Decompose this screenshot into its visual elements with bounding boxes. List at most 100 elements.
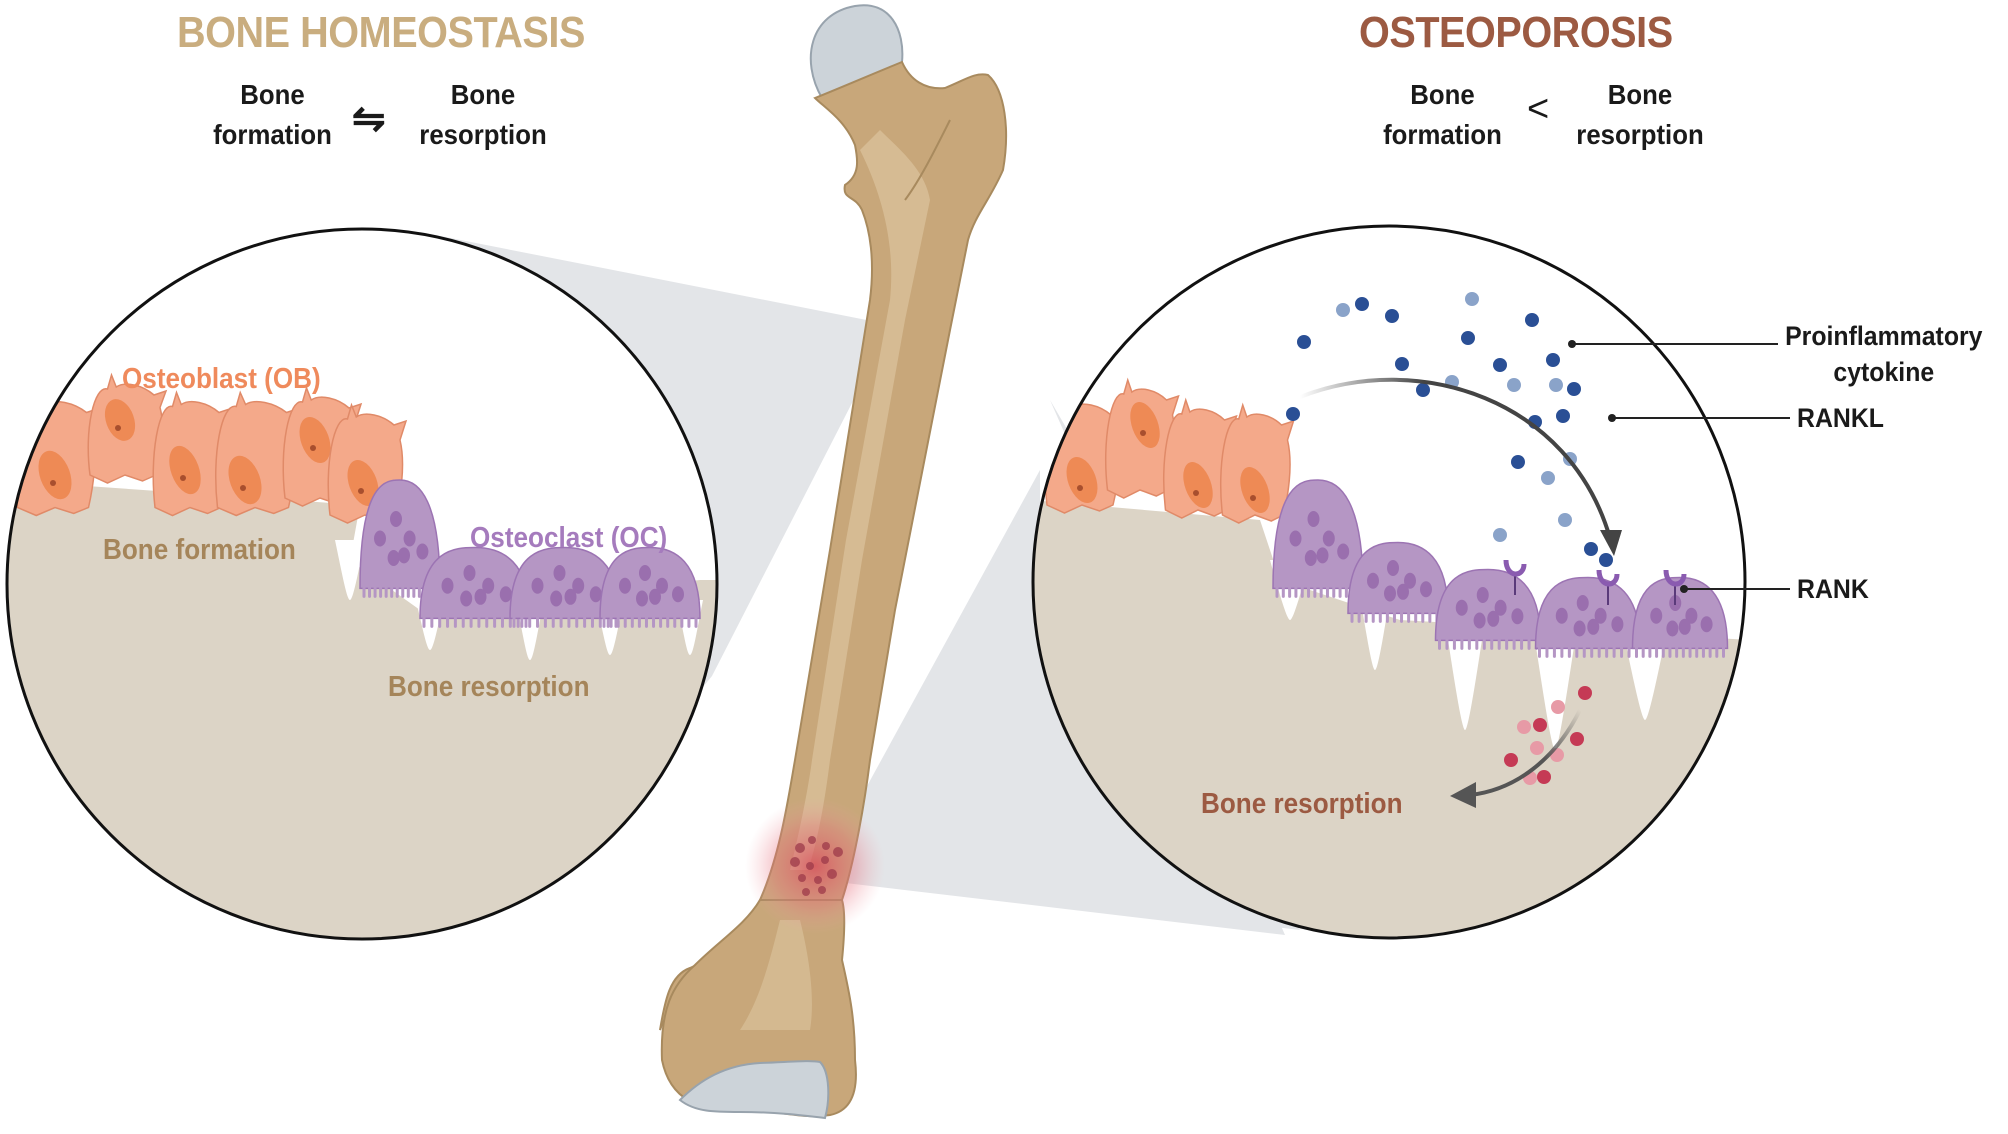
osteoclast-nucleus (1650, 607, 1663, 624)
osteoclast-nucleus (441, 577, 454, 594)
osteoclast-nucleus (482, 577, 495, 594)
right-formation-label: Bone formation (1376, 75, 1509, 155)
osteoclast-nucleus (531, 577, 544, 594)
cytokine-particle (1511, 455, 1525, 469)
bone-pore (814, 876, 822, 884)
osteoclast-nucleus (639, 565, 651, 581)
osteoclast-nucleus (1678, 618, 1691, 635)
cytokine-callout-label: Proinflammatory cytokine (1778, 318, 1990, 390)
osteoclast-nucleus (1316, 547, 1329, 564)
rankl-callout-label: RANKL (1797, 403, 1884, 433)
osteoclast-nucleus (1487, 610, 1500, 627)
right-formation-line2: formation (1383, 119, 1502, 150)
osteoclast-cell (1272, 479, 1364, 598)
osteoclast-nucleus (1700, 616, 1713, 633)
osteoclast-layer-right (1272, 479, 1729, 658)
osteoclast-nucleus (374, 530, 386, 547)
cytokine-particle (1567, 382, 1581, 396)
left-bone-resorption-label: Bone resorption (388, 671, 590, 703)
bone-pore (822, 842, 830, 850)
bone-pore (827, 869, 837, 879)
osteoclast-nucleus (636, 590, 648, 607)
cytokine-line2: cytokine (1833, 357, 1935, 387)
osteoclast-nucleus (1573, 620, 1586, 637)
cytokine-particle (1507, 378, 1521, 392)
osteoblast-cell (87, 372, 168, 484)
osteoclast-nucleus (499, 586, 512, 603)
osteoclast-nucleus (572, 577, 585, 594)
osteoblast-nucleus (1066, 456, 1098, 504)
femoral-head (809, 4, 904, 100)
osteoclast-nucleus (1387, 560, 1399, 576)
cytokine-particle (1336, 303, 1350, 317)
rankl-bound-particle (1599, 553, 1613, 567)
osteoblast-nucleus (228, 455, 262, 505)
osteoblast-cell (1219, 402, 1295, 524)
rank-receptor (1503, 559, 1527, 595)
osteoblast-layer-right (1044, 377, 1295, 524)
bone-pore (806, 862, 814, 870)
resorption-particle (1533, 718, 1547, 732)
rank-receptor (1596, 569, 1620, 605)
resorption-particles (1504, 686, 1592, 785)
resorption-particle (1530, 741, 1544, 755)
osteoclast-nucleus (387, 550, 400, 566)
osteoclast-nucleus (390, 511, 402, 527)
osteoclast-nucleus (1473, 612, 1486, 629)
osteoblast-cell (1104, 377, 1180, 499)
resorption-flow-arrowhead (1450, 782, 1476, 808)
right-bone-resorption-label: Bone resorption (1201, 788, 1403, 820)
osteoclast-nucleus (1455, 599, 1468, 616)
cytokine-line1: Proinflammatory (1785, 321, 1983, 351)
osteoclast-nucleus (619, 577, 631, 594)
homeostasis-title: BONE HOMEOSTASIS (177, 8, 585, 57)
cytokine-particle (1556, 409, 1570, 423)
osteoblast-nucleus (1240, 467, 1270, 513)
osteoclast-nucleus (403, 530, 416, 547)
cytokine-particle (1558, 513, 1572, 527)
osteoclast-nucleus (656, 577, 668, 594)
bone-pore (795, 843, 805, 853)
cytokine-particle (1493, 358, 1507, 372)
osteoclast-nucleus (1337, 543, 1350, 560)
left-formation-line2: formation (213, 119, 332, 150)
cytokine-particles (1286, 292, 1613, 567)
resorption-particle (1570, 732, 1584, 746)
osteoclast-cell (599, 546, 701, 628)
osteoclast-nucleus (1307, 511, 1320, 527)
left-formation-line1: Bone (240, 79, 305, 110)
cytokine-particle (1355, 297, 1369, 311)
right-resorption-line1: Bone (1607, 79, 1673, 110)
osteoclast-nucleus (474, 588, 487, 605)
left-formation-label: Bone formation (206, 75, 339, 155)
osteoclast-nucleus (1594, 607, 1607, 624)
osteoclast-cell (509, 546, 621, 628)
osteoclast-nucleus (1685, 607, 1698, 624)
cytokine-particle (1525, 313, 1539, 327)
lesion-pores (790, 836, 843, 896)
osteoporosis-title: OSTEOPOROSIS (1359, 8, 1673, 57)
cytokine-particle (1493, 528, 1507, 542)
cytokine-particle (1584, 542, 1598, 556)
cytokine-particle (1465, 292, 1479, 306)
osteoclast-nucleus (1476, 587, 1489, 603)
osteoblast-nucleus (1183, 462, 1213, 508)
left-resorption-line2: resorption (419, 119, 547, 150)
resorption-particle (1504, 753, 1518, 767)
cytokine-particle (1286, 407, 1300, 421)
osteoblast-nucleus (38, 450, 72, 500)
resorption-particle (1551, 700, 1565, 714)
resorption-particle (1537, 770, 1551, 784)
osteoclast-label: Osteoclast (OC) (470, 522, 668, 554)
osteoclast-nucleus (553, 565, 566, 581)
bone-pore (821, 856, 829, 864)
osteoblast-cell (1162, 397, 1238, 519)
osteoclast-nucleus (589, 586, 602, 603)
osteoclast-nucleus (649, 588, 661, 605)
cytokine-particle (1297, 335, 1311, 349)
cytokine-particle (1549, 378, 1563, 392)
osteoclast-nucleus (1367, 572, 1379, 589)
osteoclast-nucleus (1289, 530, 1302, 547)
rank-callout-label: RANK (1797, 574, 1869, 604)
osteoclast-nucleus (672, 586, 684, 603)
